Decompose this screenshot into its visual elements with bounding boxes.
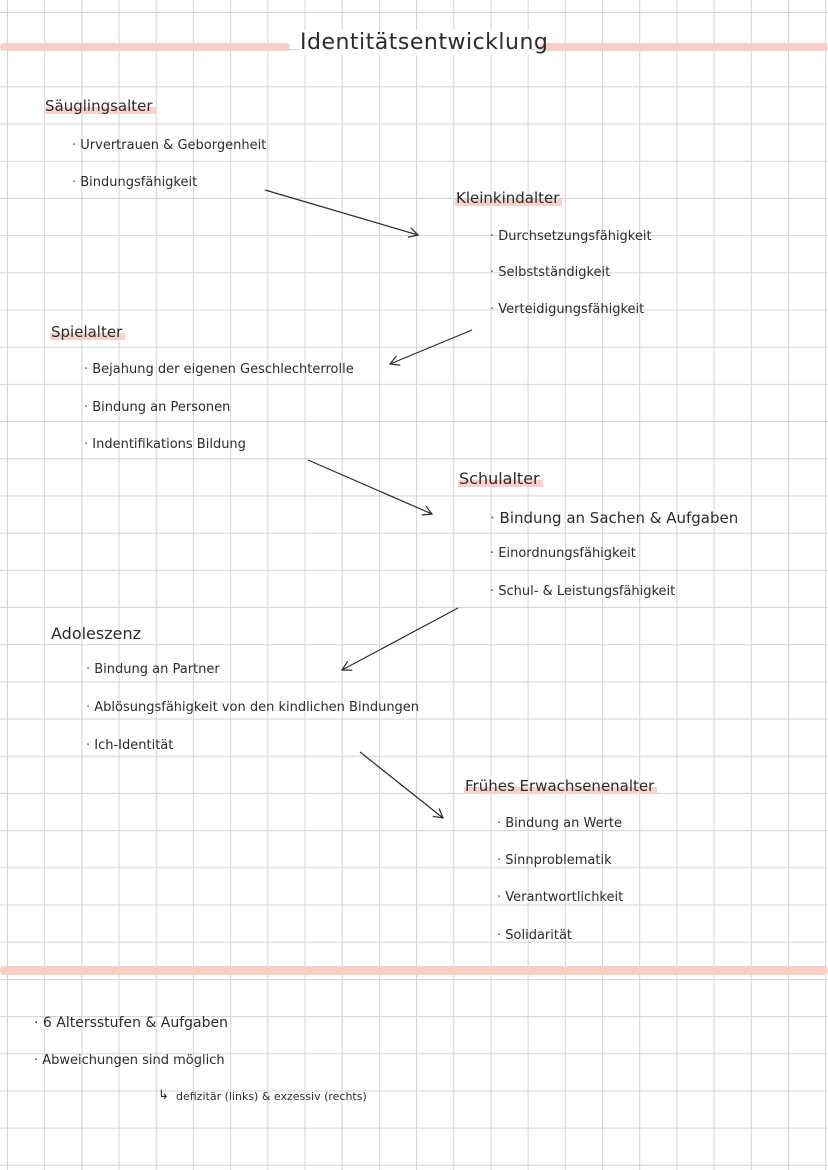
stage-item: Indentifikations Bildung: [84, 437, 246, 452]
title-band-right: [540, 43, 828, 51]
note-line-2: Abweichungen sind möglich: [34, 1053, 224, 1068]
stage-heading-saeuglingsalter: Säuglingsalter: [44, 97, 156, 115]
stage-item: Verantwortlichkeit: [497, 890, 623, 905]
note-line-3: defizitär (links) & exzessiv (rechts): [176, 1090, 367, 1103]
page-title: Identitätsentwicklung: [300, 30, 549, 55]
stage-item: Urvertrauen & Geborgenheit: [72, 138, 266, 153]
stage-item: Ablösungsfähigkeit von den kindlichen Bi…: [86, 700, 419, 715]
stage-item: Solidarität: [497, 928, 572, 943]
arrow-4-icon: [340, 607, 459, 671]
stage-heading-kleinkindalter: Kleinkindalter: [455, 189, 563, 207]
stage-heading-schulalter: Schulalter: [458, 469, 543, 488]
stage-heading-fruehes-erwachsenenalter: Frühes Erwachsenenalter: [464, 777, 658, 795]
section-divider-band: [0, 966, 828, 975]
stage-item: Bindungsfähigkeit: [72, 175, 197, 190]
stage-item: Verteidigungsfähigkeit: [490, 302, 644, 317]
stage-item: Bindung an Partner: [86, 662, 219, 677]
note-line-1: 6 Altersstufen & Aufgaben: [34, 1015, 228, 1031]
stage-item: Bindung an Werte: [497, 816, 622, 831]
stage-item: Selbstständigkeit: [490, 265, 610, 280]
stage-item: Einordnungsfähigkeit: [490, 546, 636, 561]
arrow-1-icon: [264, 189, 420, 238]
stage-item: Ich-Identität: [86, 738, 173, 753]
stage-item: Bindung an Sachen & Aufgaben: [490, 509, 739, 527]
stage-item: Bindung an Personen: [84, 400, 230, 415]
note-sub-arrow-icon: ↳: [158, 1088, 169, 1103]
arrow-5-icon: [359, 751, 444, 819]
stage-item: Sinnproblematik: [497, 853, 611, 868]
arrow-3-icon: [307, 459, 434, 516]
arrow-2-icon: [388, 329, 473, 366]
stage-item: Schul- & Leistungsfähigkeit: [490, 584, 675, 599]
stage-heading-adoleszenz: Adoleszenz: [51, 624, 142, 643]
stage-item: Bejahung der eigenen Geschlechterrolle: [84, 362, 353, 377]
stage-item: Durchsetzungsfähigkeit: [490, 229, 651, 244]
title-band-left: [0, 43, 290, 51]
stage-heading-spielalter: Spielalter: [50, 323, 126, 341]
